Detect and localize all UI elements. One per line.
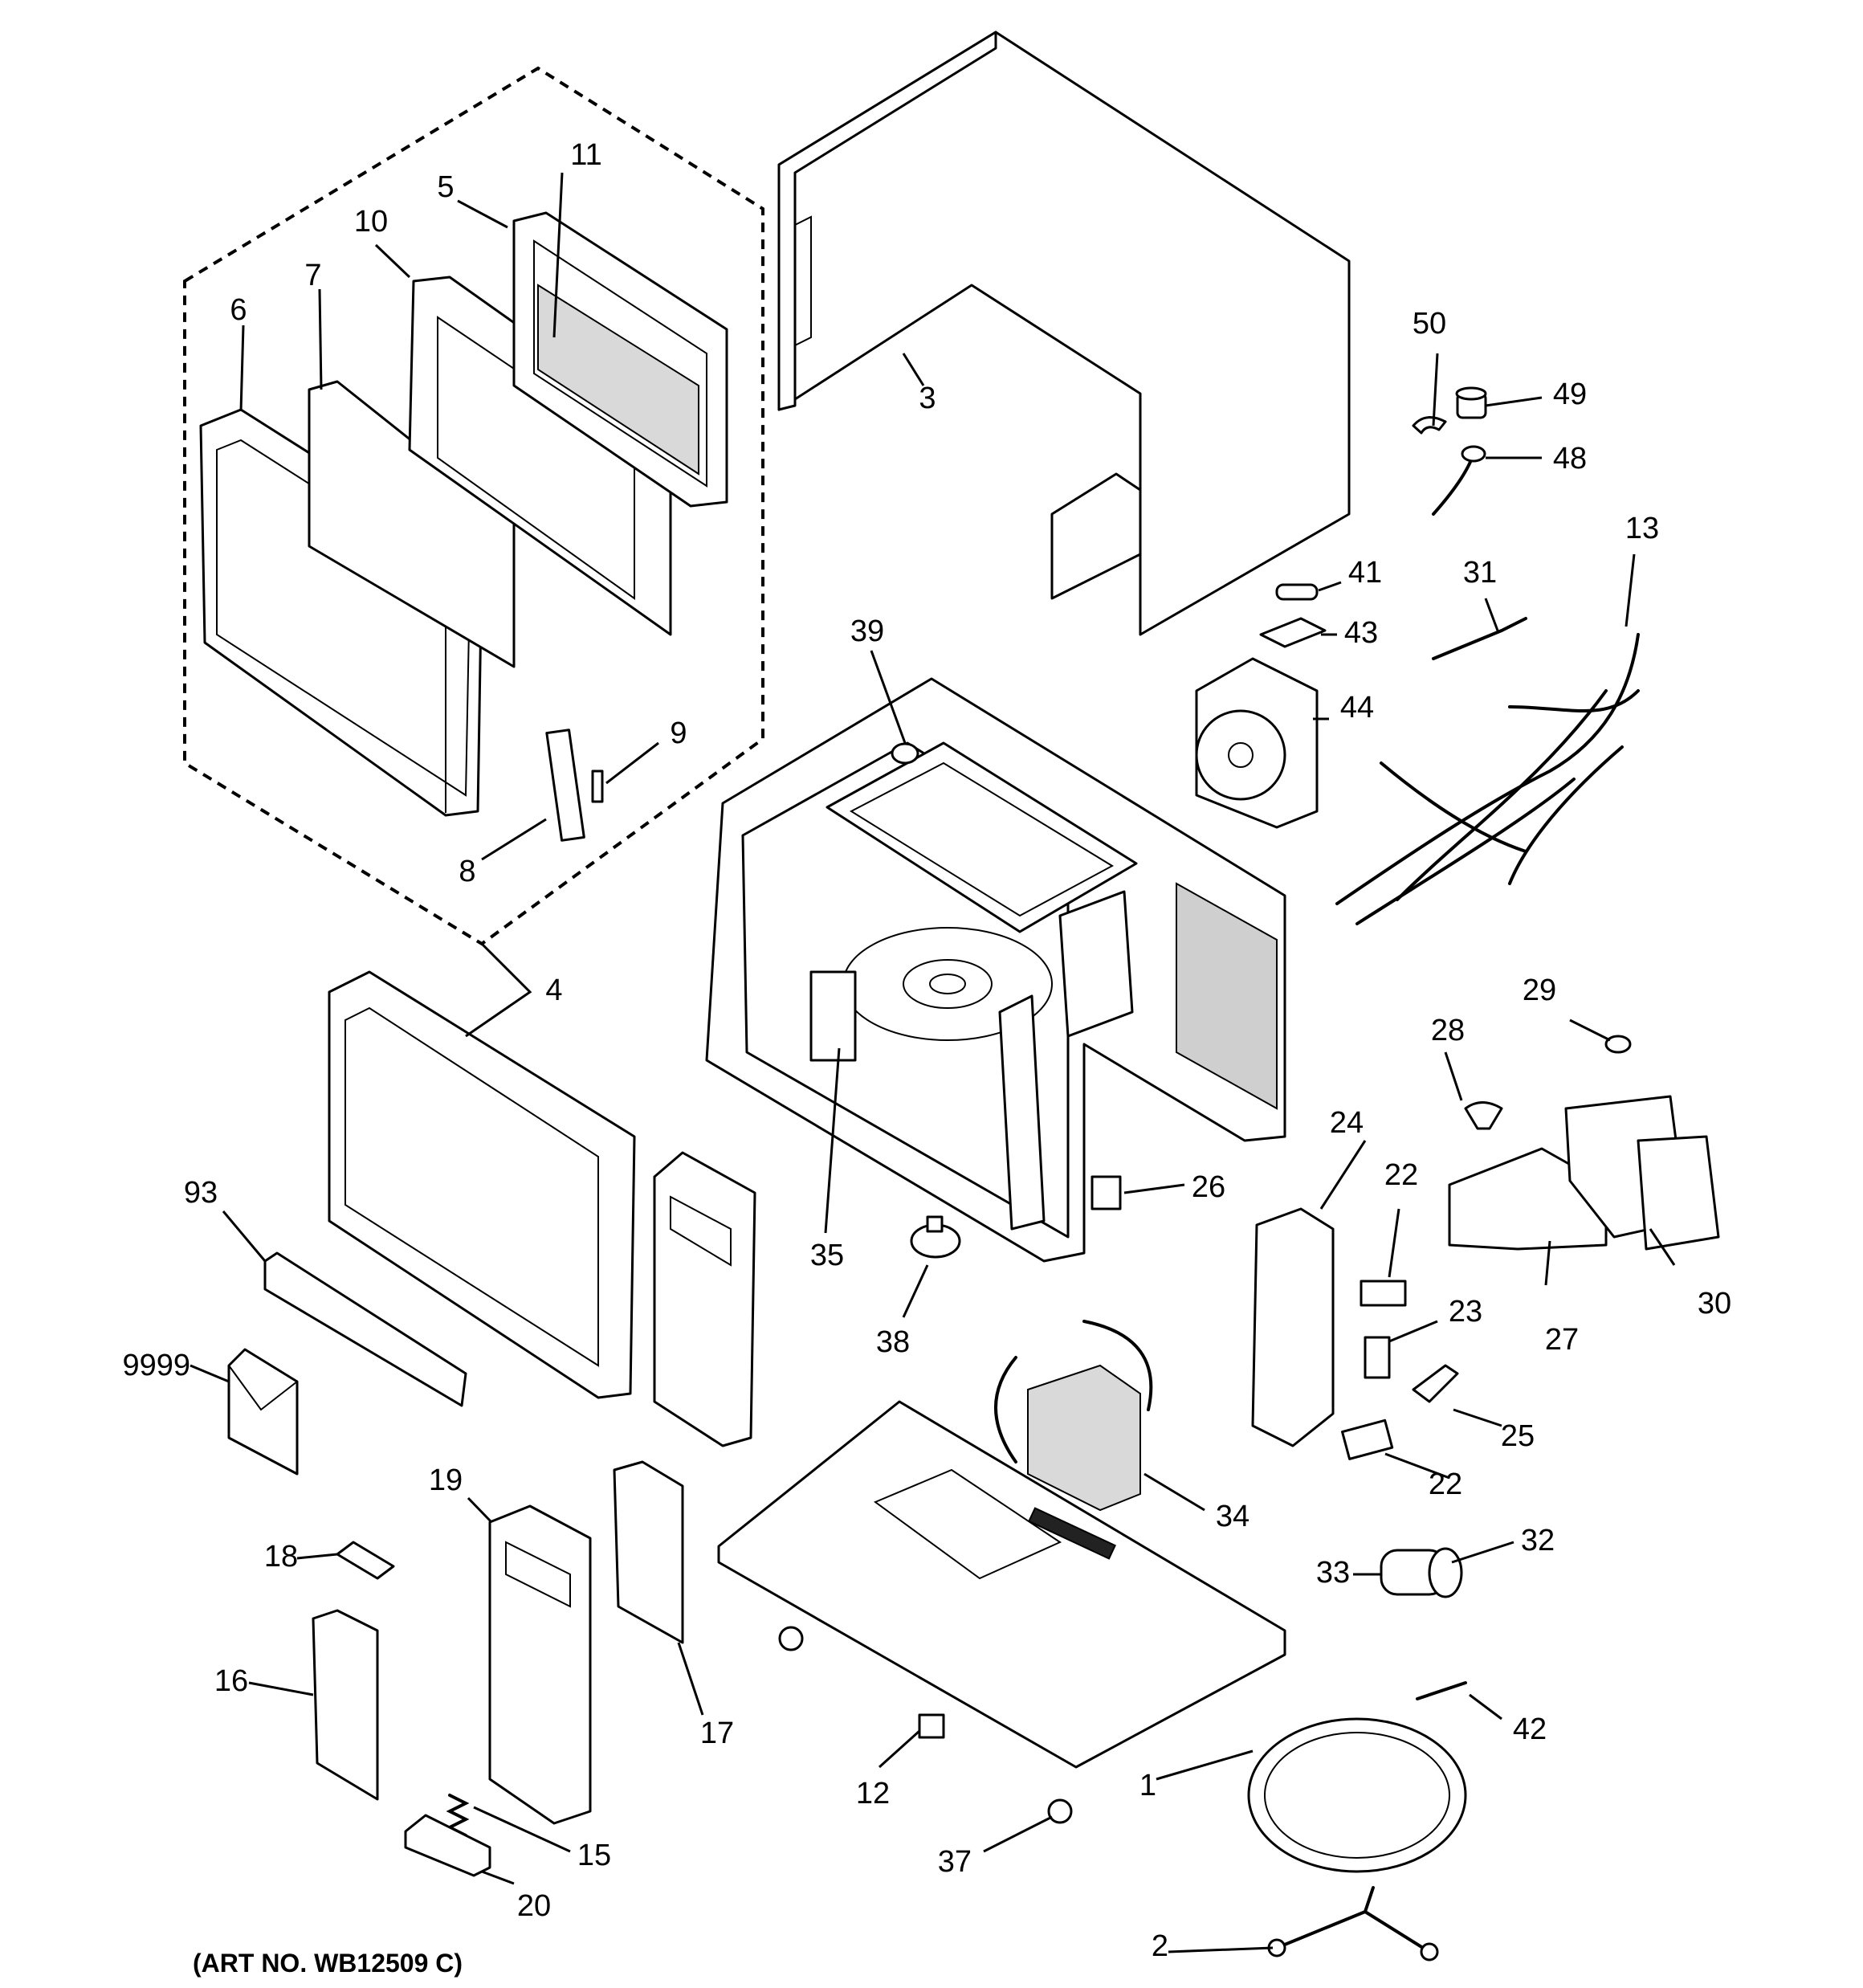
callout-17: 17 — [700, 1717, 734, 1750]
part-31-power-cord — [1432, 617, 1527, 660]
callout-10: 10 — [354, 205, 388, 239]
door-assembly-boundary — [183, 66, 764, 946]
callout-5: 5 — [437, 170, 454, 204]
callout-24: 24 — [1330, 1106, 1364, 1140]
part-18-window — [336, 1541, 395, 1580]
part-16-membrane — [312, 1609, 379, 1801]
art-number: (ART NO. WB12509 C) — [193, 1949, 463, 1978]
callout-25: 25 — [1501, 1419, 1535, 1453]
part-17-circuit-board — [613, 1460, 684, 1644]
part-24-latch-board — [1251, 1207, 1335, 1447]
callout-30: 30 — [1698, 1287, 1731, 1321]
callout-9999: 9999 — [122, 1349, 190, 1382]
part-29-clip — [1604, 1035, 1632, 1054]
callout-37: 37 — [938, 1845, 972, 1879]
part-32-33-capacitor — [1380, 1547, 1463, 1598]
callout-labels: 1 2 3 4 5 6 7 8 9 10 11 12 13 15 16 17 1… — [122, 138, 1731, 1963]
callout-6: 6 — [230, 293, 247, 327]
part-42-diode — [1416, 1681, 1467, 1700]
part-25-lever — [1412, 1364, 1459, 1403]
part-41-fuse — [1275, 583, 1319, 601]
part-11-screen — [537, 284, 699, 476]
callout-16: 16 — [214, 1664, 248, 1698]
callout-20: 20 — [517, 1889, 551, 1923]
part-48-thermal-cutout — [1432, 452, 1475, 516]
callout-13: 13 — [1625, 512, 1659, 545]
part-13-wire-harness — [1335, 633, 1640, 925]
callout-50: 50 — [1413, 307, 1446, 341]
callout-2: 2 — [1152, 1929, 1168, 1963]
callout-44: 44 — [1340, 691, 1374, 725]
part-34-transformer — [994, 1320, 1153, 1512]
part-cavity-assembly — [705, 677, 1286, 1263]
callout-15: 15 — [577, 1839, 611, 1872]
callout-8: 8 — [459, 855, 475, 888]
part-12-switch — [918, 1713, 945, 1739]
part-9-latch-spring — [591, 769, 604, 803]
callout-41: 41 — [1348, 556, 1382, 590]
callout-93: 93 — [184, 1176, 218, 1210]
callout-3: 3 — [919, 382, 936, 415]
part-control-panel-front — [653, 1151, 756, 1447]
callout-31: 31 — [1463, 556, 1497, 590]
callout-35: 35 — [810, 1239, 844, 1272]
callout-27: 27 — [1545, 1323, 1579, 1357]
part-22-switch-upper — [1360, 1280, 1407, 1307]
part-28-thermal-protector — [1464, 1101, 1503, 1130]
callout-33: 33 — [1316, 1556, 1350, 1590]
part-22-switch-lower — [1341, 1419, 1394, 1460]
part-3-outer-case — [777, 31, 1351, 636]
callout-34: 34 — [1216, 1500, 1249, 1533]
part-8-latch — [545, 729, 585, 842]
part-49-knob — [1455, 386, 1487, 419]
part-43-fuse-holder — [1259, 617, 1327, 648]
part-37-foot — [1047, 1798, 1073, 1824]
part-39-stirrer-cover — [891, 742, 919, 765]
part-23-switch — [1364, 1336, 1391, 1379]
part-2-roller-support — [1267, 1886, 1439, 1961]
callout-22a: 22 — [1384, 1158, 1418, 1192]
part-7-door-glass — [308, 380, 516, 668]
part-93-label — [263, 1251, 467, 1407]
callout-1: 1 — [1139, 1769, 1156, 1802]
callout-leaders — [190, 172, 1676, 1953]
callout-19: 19 — [429, 1463, 463, 1497]
callout-23: 23 — [1449, 1295, 1482, 1329]
callout-29: 29 — [1523, 974, 1556, 1007]
callout-42: 42 — [1513, 1712, 1547, 1746]
part-19-control-panel — [488, 1504, 592, 1825]
part-50-clip — [1412, 416, 1447, 435]
callout-38: 38 — [876, 1325, 910, 1359]
callout-18: 18 — [264, 1540, 298, 1574]
callout-7: 7 — [304, 259, 321, 292]
callout-49: 49 — [1553, 378, 1587, 411]
part-44-fan-motor — [1195, 657, 1319, 829]
part-base-plate — [717, 1400, 1286, 1769]
part-38-thermostat — [910, 1215, 961, 1259]
part-27-magnetron-bracket — [1448, 1147, 1608, 1251]
callout-39: 39 — [850, 614, 884, 648]
part-4-door-assembly — [328, 970, 636, 1399]
callout-4: 4 — [545, 974, 562, 1007]
callout-9: 9 — [670, 716, 687, 750]
part-foot-1 — [778, 1626, 804, 1651]
part-20-door-button — [404, 1814, 491, 1877]
callout-48: 48 — [1553, 442, 1587, 476]
callout-32: 32 — [1521, 1524, 1555, 1557]
part-9999-envelope — [227, 1348, 299, 1476]
part-30-magnetron — [1564, 1095, 1720, 1251]
callout-22b: 22 — [1429, 1468, 1462, 1501]
part-26-door-switch — [1090, 1175, 1122, 1210]
part-1-turntable — [1247, 1717, 1467, 1873]
callout-12: 12 — [856, 1777, 890, 1810]
callout-26: 26 — [1192, 1170, 1225, 1204]
callout-43: 43 — [1344, 616, 1378, 650]
callout-11: 11 — [570, 138, 601, 172]
callout-28: 28 — [1431, 1014, 1465, 1047]
